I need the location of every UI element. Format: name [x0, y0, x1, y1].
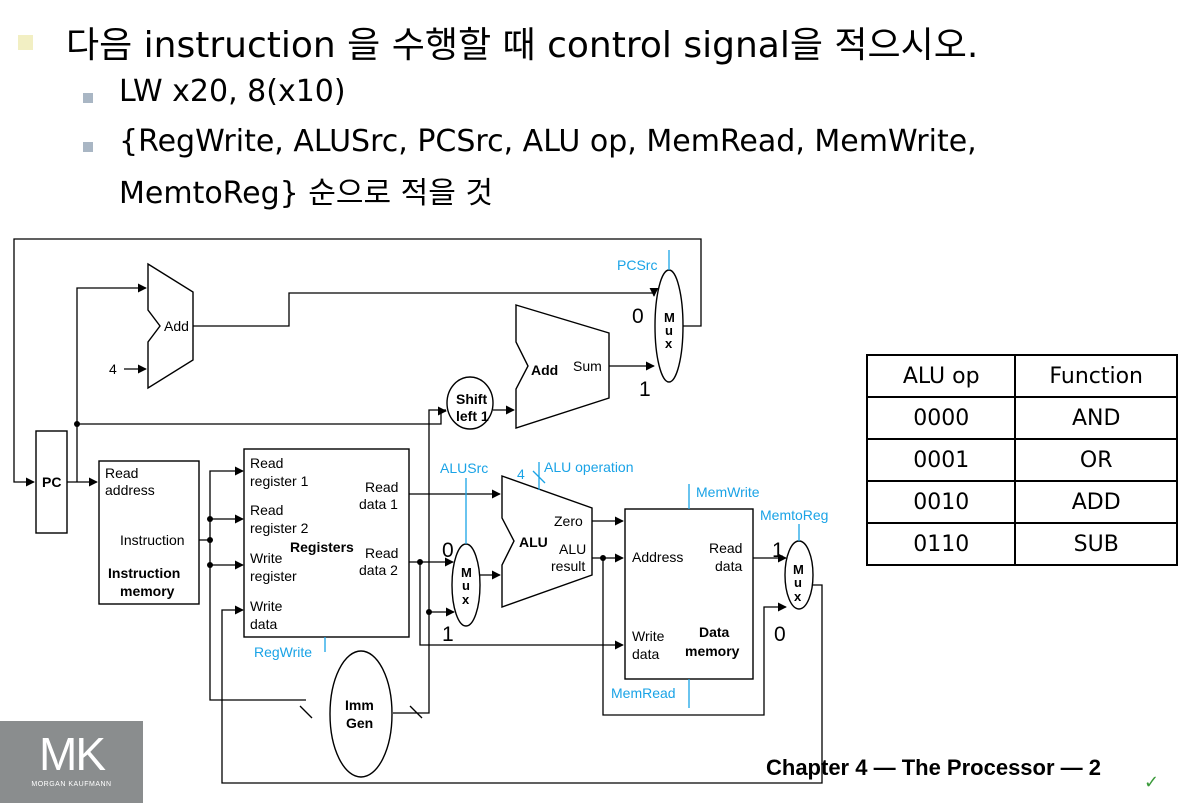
alu-mux-x: x — [462, 592, 470, 607]
zero-label: Zero — [554, 513, 583, 529]
read-address-2: address — [105, 482, 155, 498]
alu-result-2: result — [551, 558, 585, 574]
imm-label-1: Imm — [345, 697, 374, 713]
bullet-signals-line2: MemtoReg} 순으로 적을 것 — [119, 176, 493, 211]
dm-read-1: Read — [709, 540, 742, 556]
alu-operation-label: ALU operation — [544, 459, 634, 475]
table-cell: AND — [1014, 396, 1178, 440]
regwrite-label: RegWrite — [254, 644, 312, 660]
table-cell: OR — [1014, 438, 1178, 482]
table-cell: ADD — [1014, 480, 1178, 524]
table-header-row: ALU op Function — [865, 354, 1178, 398]
wb-mux-0: 0 — [774, 623, 786, 646]
publisher-logo: MK MORGAN KAUFMANN — [0, 721, 143, 803]
table-cell: 0110 — [865, 522, 1017, 566]
alu-mux-m: M — [461, 565, 472, 580]
rr1-b: register 1 — [250, 473, 309, 489]
bullet-instruction: LW x20, 8(x10) — [119, 74, 346, 109]
shift-label-2: left 1 — [456, 408, 489, 424]
instruction-out: Instruction — [120, 532, 185, 548]
table-cell: 0001 — [865, 438, 1017, 482]
alu-mux-0: 0 — [442, 539, 454, 562]
table-row: 0010 ADD — [865, 480, 1178, 524]
alu-mux-1: 1 — [442, 623, 454, 646]
alu-op-table: ALU op Function 0000 AND 0001 OR 0010 AD… — [865, 354, 1178, 566]
rr2-b: register 2 — [250, 520, 309, 536]
pcsrc-label: PCSrc — [617, 257, 657, 273]
alu-op-bits: 4 — [517, 466, 525, 482]
table-cell: 0010 — [865, 480, 1017, 524]
pc-label: PC — [42, 474, 61, 490]
address-label: Address — [632, 549, 683, 565]
wd-a: Write — [250, 598, 283, 614]
wb-mux-x: x — [794, 589, 802, 604]
dm-write-1: Write — [632, 628, 665, 644]
bullet-signals-line1: {RegWrite, ALUSrc, PCSrc, ALU op, MemRea… — [119, 124, 977, 159]
imm-label-2: Gen — [346, 715, 373, 731]
bullet-marker-title — [18, 35, 33, 50]
rr2-a: Read — [250, 502, 283, 518]
rd1-a: Read — [365, 479, 398, 495]
table-row: 0110 SUB — [865, 522, 1178, 566]
alu-mux-u: u — [462, 578, 470, 593]
logo-subtitle: MORGAN KAUFMANN — [31, 781, 112, 788]
rd2-b: data 2 — [359, 562, 398, 578]
wd-b: data — [250, 616, 277, 632]
memread-label: MemRead — [611, 685, 676, 701]
slide-footer: Chapter 4 — The Processor — 2 — [766, 755, 1101, 780]
pc-mux-m: M — [664, 310, 675, 325]
pc-mux-1: 1 — [639, 378, 651, 401]
table-row: 0001 OR — [865, 438, 1178, 482]
logo-mark: MK — [39, 728, 106, 780]
add2-label: Add — [531, 362, 558, 378]
table-cell: 0000 — [865, 396, 1017, 440]
pc-mux-x: x — [665, 336, 673, 351]
dm-read-2: data — [715, 558, 742, 574]
wb-mux-u: u — [794, 575, 802, 590]
pc-mux-0: 0 — [632, 305, 644, 328]
dm-write-2: data — [632, 646, 659, 662]
alu-result-1: ALU — [559, 541, 586, 557]
four-label: 4 — [109, 361, 117, 377]
table-header-cell: Function — [1014, 354, 1178, 398]
bullet-marker-2 — [83, 142, 93, 152]
check-icon: ✓ — [1144, 772, 1160, 793]
slide-title: 다음 instruction 을 수행할 때 control signal을 적… — [66, 25, 979, 66]
sum-label: Sum — [573, 358, 602, 374]
dm-label-1: Data — [699, 624, 730, 640]
shift-label-1: Shift — [456, 391, 487, 407]
memtoreg-label: MemtoReg — [760, 507, 828, 523]
alusrc-label: ALUSrc — [440, 460, 488, 476]
imem-label-2: memory — [120, 583, 175, 599]
wr-a: Write — [250, 550, 283, 566]
table-cell: SUB — [1014, 522, 1178, 566]
rd2-a: Read — [365, 545, 398, 561]
table-header-cell: ALU op — [865, 354, 1017, 398]
read-address-1: Read — [105, 465, 138, 481]
memwrite-label: MemWrite — [696, 484, 760, 500]
alu-label: ALU — [519, 534, 548, 550]
dm-label-2: memory — [685, 643, 740, 659]
registers-label: Registers — [290, 539, 354, 555]
bullet-marker-1 — [83, 93, 93, 103]
rd1-b: data 1 — [359, 496, 398, 512]
imem-label-1: Instruction — [108, 565, 180, 581]
table-row: 0000 AND — [865, 396, 1178, 440]
wb-mux-1: 1 — [772, 539, 784, 562]
rr1-a: Read — [250, 455, 283, 471]
wr-b: register — [250, 568, 297, 584]
pc-mux-u: u — [665, 323, 673, 338]
add-label: Add — [164, 318, 189, 334]
wb-mux-m: M — [793, 562, 804, 577]
